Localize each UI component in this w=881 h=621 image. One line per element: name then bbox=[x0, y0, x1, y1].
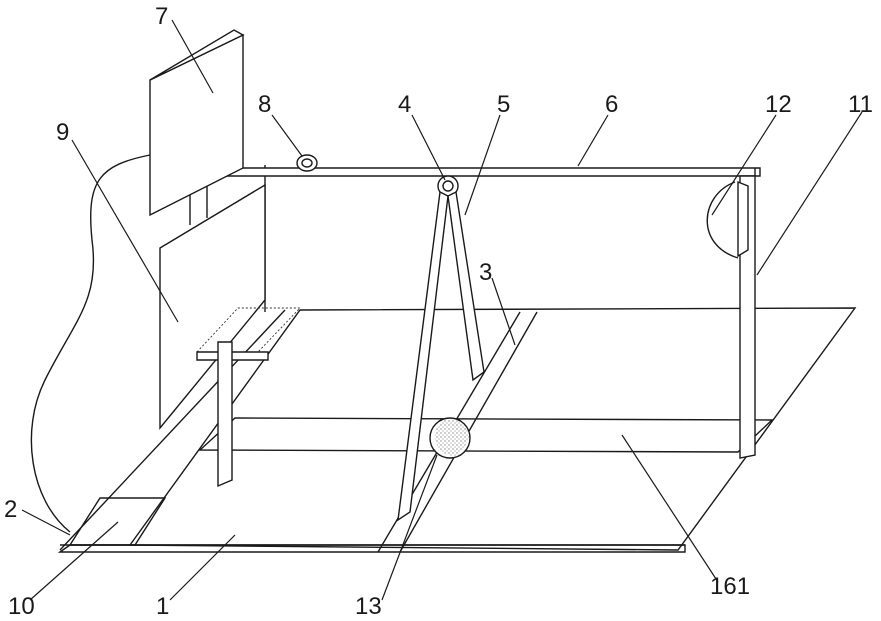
panel-part-9 bbox=[160, 185, 265, 428]
callout-13: 13 bbox=[355, 593, 382, 620]
callout-161: 161 bbox=[710, 573, 750, 600]
swing-arm-right bbox=[448, 192, 484, 380]
callout-2: 2 bbox=[4, 496, 17, 523]
power-cord bbox=[31, 155, 150, 532]
callout-6: 6 bbox=[605, 91, 618, 118]
shelf-post bbox=[218, 342, 232, 486]
light-part-12 bbox=[707, 182, 738, 258]
step-plate-part-10 bbox=[70, 498, 165, 545]
swing-arm-left bbox=[398, 192, 448, 520]
leader-6 bbox=[578, 115, 608, 166]
callout-7: 7 bbox=[155, 3, 168, 30]
leader-3 bbox=[492, 278, 515, 345]
sensor-part-8 bbox=[297, 155, 317, 171]
callout-8: 8 bbox=[258, 91, 271, 118]
leader-2 bbox=[22, 510, 70, 535]
leader-10 bbox=[30, 522, 118, 600]
ground-plate-part-1 bbox=[60, 545, 685, 552]
callout-3: 3 bbox=[479, 259, 492, 286]
callout-1: 1 bbox=[156, 593, 169, 620]
cross-beam bbox=[200, 418, 772, 452]
callout-11: 11 bbox=[848, 91, 873, 118]
display-part-7 bbox=[150, 35, 243, 215]
leader-8 bbox=[272, 115, 302, 156]
callout-10: 10 bbox=[8, 593, 35, 620]
callout-5: 5 bbox=[497, 91, 510, 118]
leader-161 bbox=[622, 435, 718, 582]
leader-11 bbox=[757, 112, 862, 275]
top-bar-part-6 bbox=[210, 168, 760, 176]
light-mount bbox=[738, 182, 748, 256]
callout-12: 12 bbox=[765, 91, 792, 118]
leader-5 bbox=[465, 115, 500, 215]
callout-9: 9 bbox=[56, 119, 69, 146]
callout-4: 4 bbox=[398, 91, 411, 118]
